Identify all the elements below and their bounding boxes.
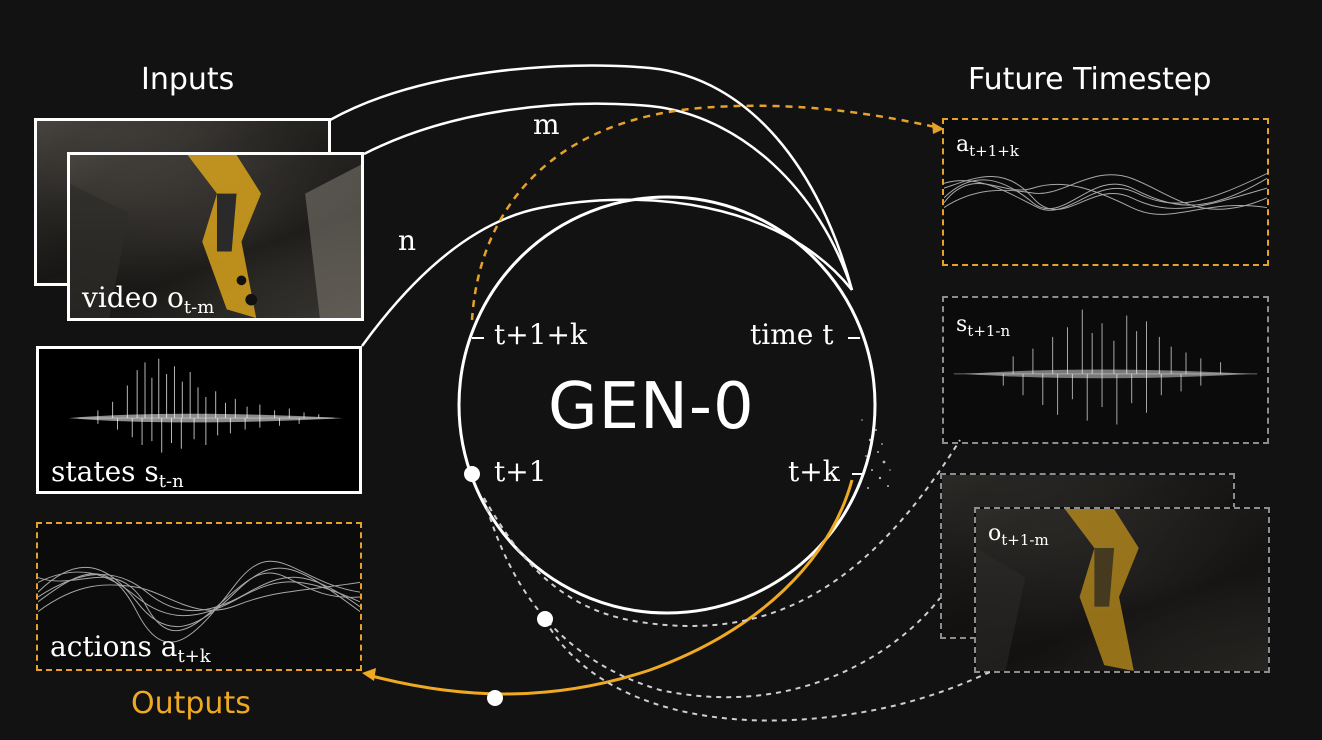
future-timestep-heading: Future Timestep <box>968 62 1211 97</box>
arc-label-n: n <box>398 224 416 257</box>
actions-output-panel: actions at+k <box>36 522 362 671</box>
future-states-panel: st+1-n <box>942 296 1269 444</box>
future-actions-label: at+1+k <box>956 132 1019 157</box>
arc-to-future-video-back <box>484 498 940 697</box>
t-plus-1-dot <box>464 466 480 482</box>
video-label: video ot-m <box>82 281 214 314</box>
particle-scatter <box>861 419 891 489</box>
output-dot <box>487 690 503 706</box>
arc-label-m: m <box>533 108 560 141</box>
clock-label-t-plus-1-plus-k: t+1+k <box>494 318 587 351</box>
future-video-label: ot+1-m <box>988 521 1049 546</box>
moving-dot <box>537 611 553 627</box>
states-label: states st-n <box>51 455 184 488</box>
video-frame-front: video ot-m <box>67 152 364 321</box>
outputs-heading: Outputs <box>131 686 251 721</box>
model-title: GEN-0 <box>548 370 755 444</box>
arc-to-future-states <box>484 440 960 626</box>
inputs-heading: Inputs <box>141 62 234 97</box>
arc-to-actions-output <box>368 480 852 694</box>
clock-label-t-plus-1: t+1 <box>494 455 547 488</box>
arc-to-future-video-front <box>545 620 990 721</box>
clock-label-time-t: time t <box>750 318 833 351</box>
states-panel: states st-n <box>36 346 362 494</box>
future-actions-panel: at+1+k <box>942 118 1269 266</box>
actions-label: actions at+k <box>50 630 211 663</box>
clock-label-t-plus-k: t+k <box>788 455 840 488</box>
future-video-frame-front: ot+1-m <box>974 507 1270 673</box>
arc-video-front <box>364 104 852 290</box>
future-states-label: st+1-n <box>956 312 1010 337</box>
